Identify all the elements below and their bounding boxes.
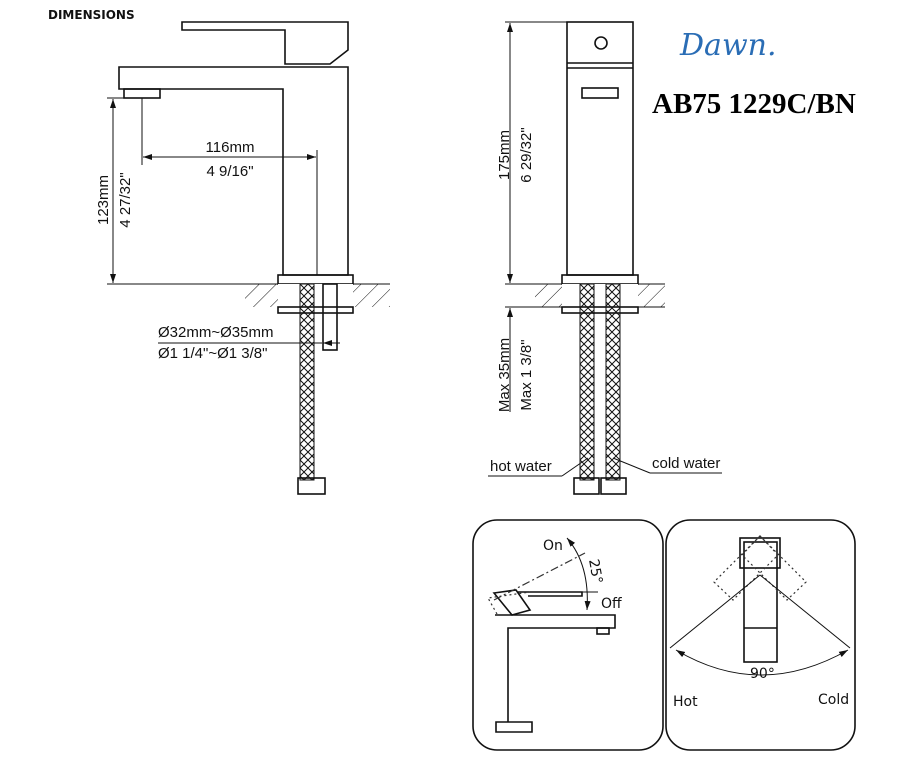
spout-height-in-label: 4 27/32"	[117, 172, 134, 227]
water-labels: hot water cold water	[488, 455, 722, 477]
rotation-angle-label: 90°	[750, 666, 775, 682]
hole-mm-label: Ø32mm~Ø35mm	[158, 324, 273, 341]
hole-in-label: Ø1 1/4"~Ø1 3/8"	[158, 345, 267, 362]
reach-in-label: 4 9/16"	[206, 163, 253, 180]
page-title: DIMENSIONS	[48, 8, 135, 22]
off-label: Off	[601, 596, 622, 612]
lever-angle-label: 25°	[585, 558, 605, 585]
reach-mm-label: 116mm	[206, 139, 255, 156]
lever-operation-panel: On Off 25°	[472, 519, 664, 751]
on-label: On	[543, 538, 563, 554]
max-in-label: Max 1 3/8"	[518, 339, 535, 410]
rotation-panel: 90° Hot Cold	[665, 519, 856, 751]
front-view-faucet	[505, 21, 665, 495]
max-mm-label: Max 35mm	[496, 338, 513, 412]
cold-water-label: cold water	[652, 455, 720, 472]
cold-label: Cold	[818, 692, 849, 708]
hot-label: Hot	[673, 694, 698, 710]
model-number: AB75 1229C/BN	[652, 88, 856, 120]
spout-height-dimension: 123mm 4 27/32"	[95, 97, 245, 285]
height-mm-label: 175mm	[496, 130, 513, 180]
spout-height-mm-label: 123mm	[95, 175, 112, 225]
hole-dimension: Ø32mm~Ø35mm Ø1 1/4"~Ø1 3/8"	[158, 324, 340, 362]
height-in-label: 6 29/32"	[518, 127, 535, 182]
side-view-faucet	[118, 21, 390, 495]
hot-water-label: hot water	[490, 458, 552, 475]
reach-dimension: 116mm 4 9/16"	[141, 98, 318, 275]
max-thickness-dimension: Max 35mm Max 1 3/8"	[496, 308, 535, 412]
brand-logo: Dawn.	[679, 28, 776, 63]
height-dimension: 175mm 6 29/32"	[496, 21, 567, 283]
